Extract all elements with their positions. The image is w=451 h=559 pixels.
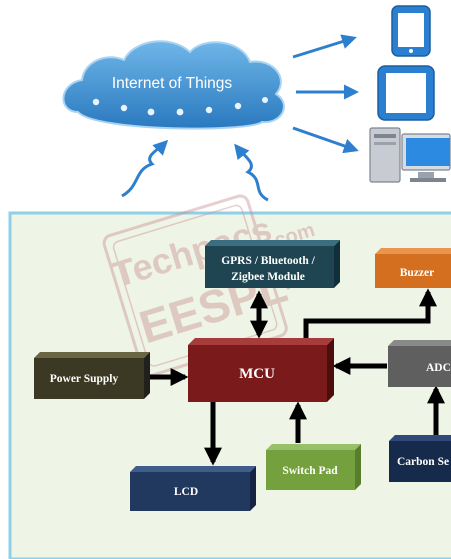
- power-supply-label: Power Supply: [50, 373, 119, 385]
- adc-label: ADC: [426, 362, 451, 374]
- switch-pad-block: Switch Pad: [266, 444, 361, 490]
- tablet-icon: [391, 5, 431, 57]
- gprs-label-line2: Zigbee Module: [231, 271, 305, 283]
- desktop-computer-icon: [369, 127, 451, 183]
- mcu-block: MCU: [188, 338, 334, 402]
- connections: [145, 288, 445, 466]
- lcd-label: LCD: [174, 486, 198, 498]
- gprs-label-line1: GPRS / Bluetooth /: [221, 255, 315, 267]
- switch-pad-label: Switch Pad: [282, 465, 338, 477]
- lcd-block: LCD: [130, 466, 256, 511]
- mcu-label: MCU: [239, 366, 275, 382]
- buzzer-block: Buzzer: [375, 248, 451, 288]
- carbon-sensor-label: Carbon Se: [397, 456, 449, 468]
- cloud-label: Internet of Things: [112, 75, 233, 92]
- tablet-icon: [377, 65, 435, 121]
- carbon-sensor-block: Carbon Se: [389, 435, 451, 482]
- adc-block: ADC: [388, 340, 451, 387]
- cloud-dots: [92, 97, 268, 116]
- power-supply-block: Power Supply: [34, 352, 150, 399]
- iot-cloud: Internet of Things: [62, 40, 285, 130]
- gprs-bluetooth-zigbee-block: GPRS / Bluetooth / Zigbee Module: [205, 240, 340, 288]
- cloud-arrows: [121, 34, 359, 202]
- buzzer-label: Buzzer: [400, 267, 434, 279]
